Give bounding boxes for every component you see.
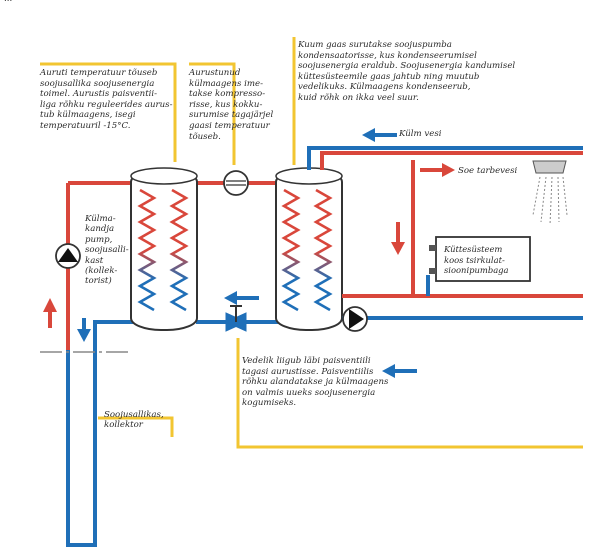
expansion-note: Vedelik liigub läbi paisventiili tagasi …: [242, 356, 389, 409]
flow-arrows: [43, 128, 455, 378]
water-piping: [307, 146, 583, 320]
heating-system-label: Küttesüsteem koos tsirkulat- sioonipumba…: [444, 244, 509, 276]
evaporator-piping: [68, 181, 136, 345]
refrigerant-piping: [196, 181, 281, 324]
evaporator-tank: [130, 167, 198, 331]
compressor: [223, 170, 249, 196]
header-fragment: ...: [4, 0, 12, 4]
cold-water-label: Külm vesi: [399, 129, 442, 139]
shower-head: [532, 160, 568, 226]
arrow-refrigerant-back: [224, 291, 259, 305]
expansion-valve: [224, 305, 248, 332]
arrow-hot-water: [420, 163, 455, 177]
source-label: Soojusallikas, kollektor: [104, 410, 164, 431]
condenser-tank: [275, 167, 343, 331]
brine-pump: [55, 243, 81, 269]
arrow-cold-water: [362, 128, 397, 142]
compressor-note: Aurustunud külmaagens ime- takse kompres…: [189, 68, 274, 142]
arrow-source-up: [43, 298, 57, 328]
evaporator-note: Auruti temperatuur tõuseb soojusallika s…: [40, 68, 173, 131]
arrow-expansion-note: [382, 364, 417, 378]
circulation-pump: [342, 306, 368, 332]
condenser-note: Kuum gaas surutakse soojuspumba kondensa…: [298, 40, 516, 103]
callout-lines: [40, 37, 583, 449]
hot-water-label: Soe tarbevesi: [458, 166, 518, 176]
arrow-source-down: [77, 318, 91, 342]
pump-label: Külma- kandja pump, soojusalli- kast (ko…: [85, 214, 129, 287]
arrow-heating-down: [391, 222, 405, 255]
heating-radiator: [429, 236, 531, 282]
